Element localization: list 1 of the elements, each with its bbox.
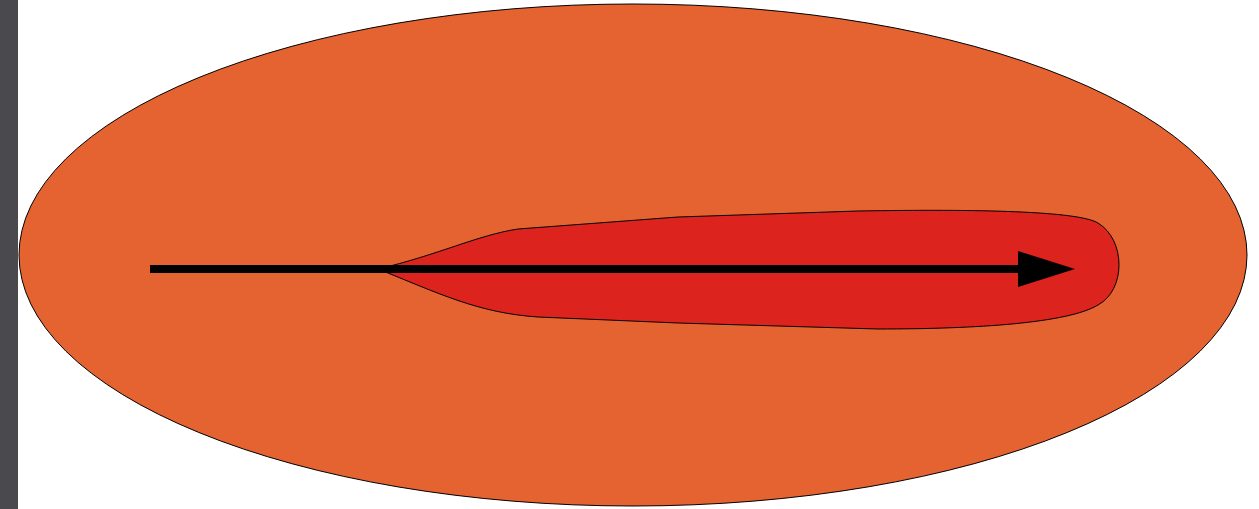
ellipse-shape	[18, 3, 1248, 507]
